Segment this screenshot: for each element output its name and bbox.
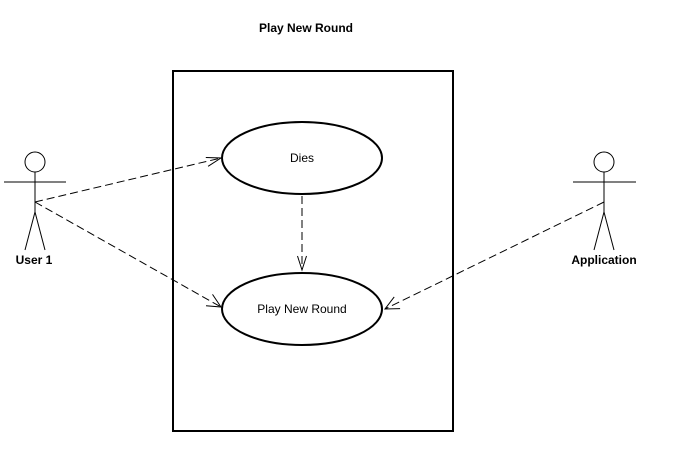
system-boundary [172, 70, 454, 432]
use-case-play-new-round-ellipse [221, 272, 383, 346]
actor-application-figure [573, 151, 636, 251]
actor-user-1[interactable]: User 1 [4, 151, 66, 267]
actor-user-1-figure [4, 151, 66, 251]
actor-application-label: Application [571, 253, 636, 267]
use-case-play-new-round[interactable]: Play New Round [221, 272, 383, 346]
relationship-user1-play-new-round [34, 201, 223, 308]
use-case-dies-ellipse [221, 121, 383, 195]
actor-user-1-label: User 1 [16, 253, 53, 267]
diagram-title: Play New Round [259, 21, 353, 35]
relationship-dies-play-new-round [297, 196, 307, 272]
actor-application[interactable]: Application [571, 151, 637, 267]
relationship-user1-dies [34, 157, 223, 203]
use-case-play-new-round-label: Play New Round [257, 302, 346, 316]
use-case-dies[interactable]: Dies [221, 121, 383, 195]
relationship-application-play-new-round [383, 201, 605, 310]
use-case-dies-label: Dies [290, 151, 314, 165]
